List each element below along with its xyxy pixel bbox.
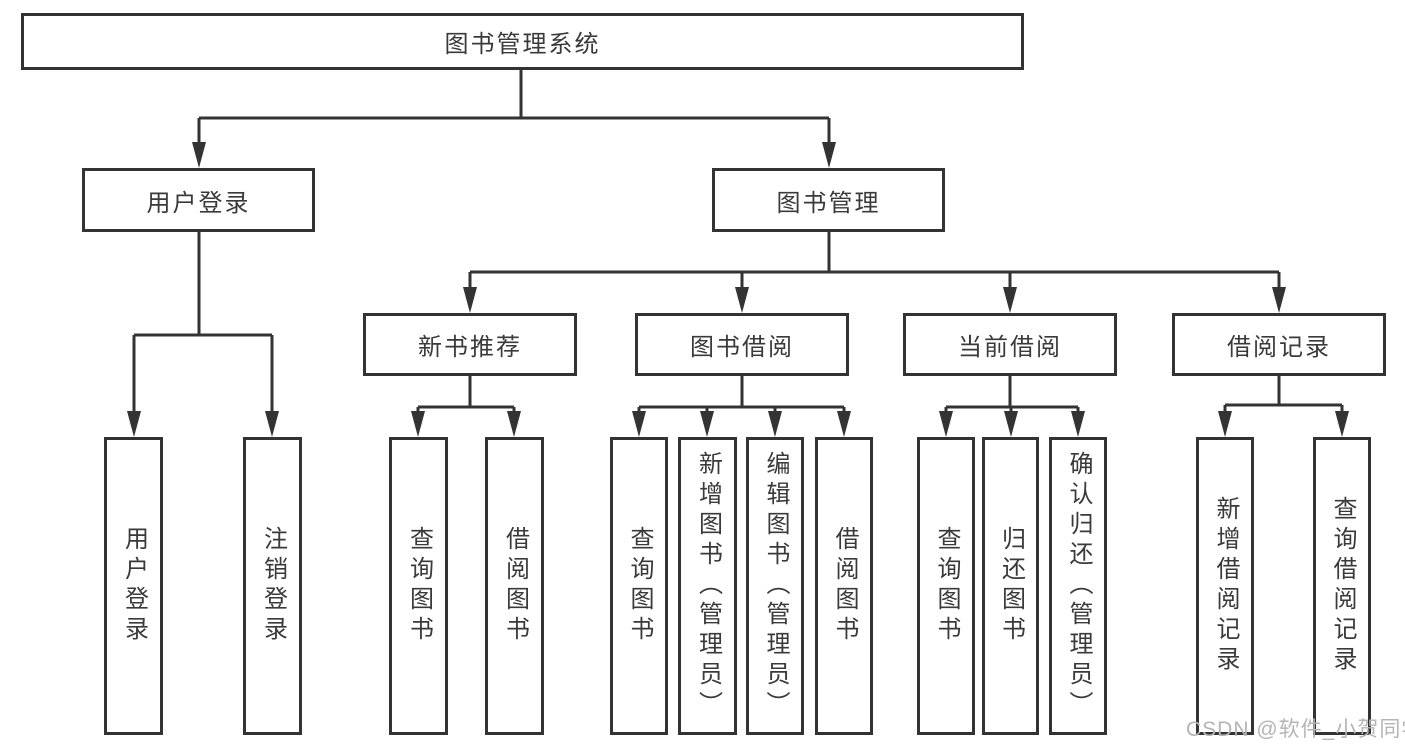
leaf-label: 借阅图书 — [831, 526, 858, 646]
node-borrowing-records: 借阅记录 — [1172, 313, 1386, 376]
node-book-borrowing: 图书借阅 — [635, 313, 849, 376]
leaf-label: 归还图书 — [997, 526, 1025, 646]
leaf-confirm-return-admin: 确认归还（管理员） — [1049, 437, 1107, 735]
leaf-query-books-current: 查询图书 — [917, 437, 975, 735]
leaf-edit-books-admin: 编辑图书（管理员） — [746, 437, 804, 735]
leaf-borrow-books-recommend: 借阅图书 — [485, 437, 544, 735]
leaf-label: 注销登录 — [259, 526, 287, 646]
leaf-query-borrow-record: 查询借阅记录 — [1313, 437, 1371, 735]
node-new-book-recommendation: 新书推荐 — [363, 313, 577, 376]
node-label: 图书管理系统 — [444, 31, 601, 58]
leaf-label: 确认归还（管理员） — [1065, 451, 1092, 721]
leaf-label: 查询借阅记录 — [1329, 496, 1356, 676]
leaf-label: 查询图书 — [626, 526, 653, 646]
leaf-query-books-recommend: 查询图书 — [389, 437, 448, 735]
node-current-borrowing: 当前借阅 — [903, 313, 1117, 376]
leaf-label: 借阅图书 — [501, 526, 529, 646]
node-user-login: 用户登录 — [82, 168, 315, 232]
leaf-borrow-books: 借阅图书 — [815, 437, 873, 735]
node-label: 图书管理 — [776, 189, 881, 217]
node-library-management-system: 图书管理系统 — [21, 13, 1024, 70]
node-label: 当前借阅 — [958, 334, 1062, 361]
leaf-logout: 注销登录 — [243, 437, 302, 735]
leaf-label: 查询图书 — [405, 526, 433, 646]
leaf-add-borrow-record: 新增借阅记录 — [1196, 437, 1254, 735]
node-label: 用户登录 — [146, 189, 251, 217]
leaf-query-books-borrow: 查询图书 — [610, 437, 668, 735]
leaf-user-login: 用户登录 — [104, 437, 163, 735]
leaf-return-books: 归还图书 — [982, 437, 1039, 735]
csdn-watermark: CSDN @软件_小贺同学 — [1186, 718, 1405, 741]
node-label: 借阅记录 — [1227, 334, 1331, 361]
leaf-label: 新增图书（管理员） — [694, 451, 722, 721]
node-book-management: 图书管理 — [712, 168, 945, 232]
leaf-label: 用户登录 — [120, 526, 148, 646]
node-label: 新书推荐 — [418, 334, 522, 361]
leaf-label: 新增借阅记录 — [1212, 496, 1239, 676]
leaf-add-books-admin: 新增图书（管理员） — [678, 437, 737, 735]
leaf-label: 查询图书 — [933, 526, 960, 646]
node-label: 图书借阅 — [690, 334, 794, 361]
leaf-label: 编辑图书（管理员） — [762, 451, 789, 721]
